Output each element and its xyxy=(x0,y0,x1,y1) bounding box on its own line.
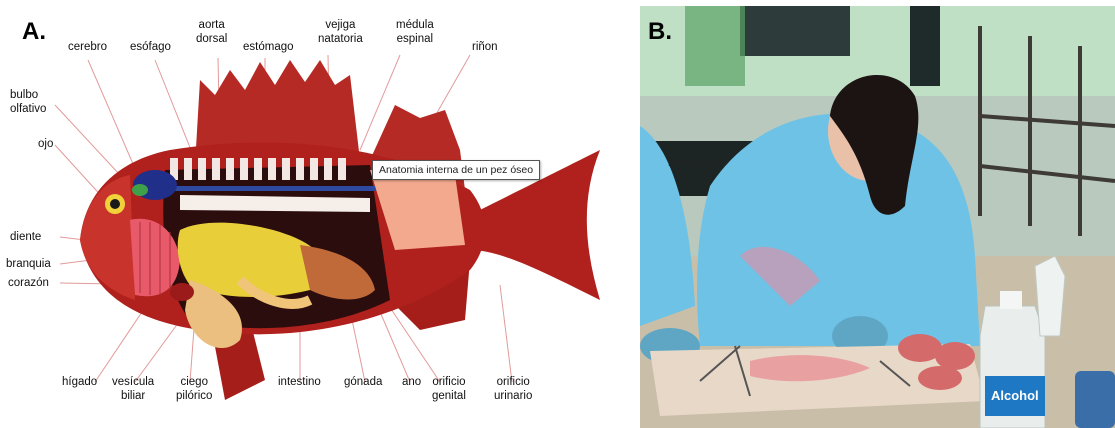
fish-head xyxy=(80,175,135,300)
label-orificio-urinario: orificio urinario xyxy=(494,375,532,403)
dissection-photo xyxy=(640,6,1115,428)
label-branquia: branquia xyxy=(6,257,51,271)
label-vesicula-biliar: vesícula biliar xyxy=(112,375,154,403)
label-vejiga-natatoria: vejiga natatoria xyxy=(318,18,363,46)
label-higado: hígado xyxy=(62,375,97,389)
jar xyxy=(1075,371,1115,428)
label-ojo: ojo xyxy=(38,137,53,151)
label-esofago: esófago xyxy=(130,40,171,54)
panel-a-letter: A. xyxy=(22,18,46,46)
panel-b-letter: B. xyxy=(648,18,672,46)
alcohol-bottle-text: Alcohol xyxy=(991,388,1039,403)
label-estomago: estómago xyxy=(243,40,294,54)
fish-diagram xyxy=(0,0,628,428)
olfactory-bulb xyxy=(132,184,148,196)
label-gonada: gónada xyxy=(344,375,382,389)
label-medula-espinal: médula espinal xyxy=(396,18,434,46)
label-orificio-genital: orificio genital xyxy=(432,375,466,403)
label-intestino: intestino xyxy=(278,375,321,389)
label-aorta-dorsal: aorta dorsal xyxy=(196,18,227,46)
green-net xyxy=(685,6,745,86)
label-ciego-pilorico: ciego pilórico xyxy=(176,375,212,403)
label-bulbo-olfativo: bulbo olfativo xyxy=(10,88,46,116)
panel-b-dissection-photo: MPAQUES Alcohol B. xyxy=(640,6,1115,428)
heart xyxy=(170,283,194,301)
panel-a-fish-anatomy: A. cerebro esófago aorta dorsal estómago… xyxy=(0,0,628,428)
spray-bottle xyxy=(1035,256,1065,336)
label-cerebro: cerebro xyxy=(68,40,107,54)
tooltip: Anatomia interna de un pez óseo xyxy=(372,160,540,180)
label-diente: diente xyxy=(10,230,41,244)
label-ano: ano xyxy=(402,375,421,389)
label-rinon: riñon xyxy=(472,40,498,54)
background-tank xyxy=(740,6,850,56)
label-corazon: corazón xyxy=(8,276,49,290)
wall-sign: MPAQUES xyxy=(668,158,724,169)
swim-bladder xyxy=(180,195,370,212)
